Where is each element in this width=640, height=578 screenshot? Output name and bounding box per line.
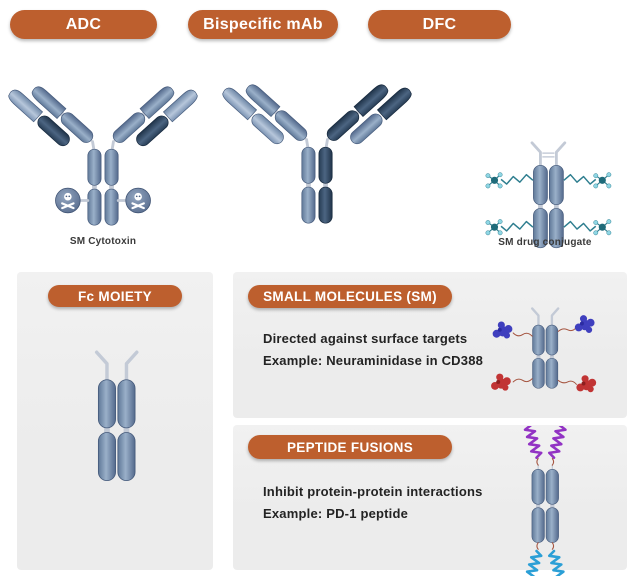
peptide-fusions-line-2: Example: PD-1 peptide: [263, 506, 409, 521]
fab-arm-left-light: [222, 84, 308, 145]
small-molecule-icon: [593, 219, 612, 236]
peptide-helix-purple-icon: [523, 426, 543, 459]
peptide-fusions-line-1: Inhibit protein-protein interactions: [263, 484, 483, 499]
header-pill-adc-label: ADC: [65, 15, 102, 33]
header-pill-bispecific-mab: Bispecific mAb: [188, 10, 338, 39]
small-molecule-icon: [485, 172, 503, 189]
header-pill-dfc-label: DFC: [422, 15, 457, 33]
peptide-fusions-panel: PEPTIDE FUSIONS Inhibit protein-protein …: [233, 425, 627, 576]
fc-moiety-panel: Fc MOIETY: [17, 272, 213, 570]
fc-region: [87, 148, 119, 226]
sm-blob-red-icon: [576, 375, 597, 393]
small-molecule-icon: [485, 219, 503, 236]
fc-fragment: [530, 307, 560, 389]
small-molecules-title-pill: SMALL MOLECULES (SM): [248, 285, 452, 308]
small-molecules-title: SMALL MOLECULES (SM): [263, 289, 437, 304]
small-molecules-text: Directed against surface targets Example…: [263, 328, 483, 372]
fab-arm-right: [112, 86, 198, 147]
fc-moiety-title: Fc MOIETY: [78, 288, 152, 304]
header-pill-dfc: DFC: [368, 10, 511, 39]
sm-blob-blue-icon: [574, 315, 595, 333]
peptide-fusions-title-pill: PEPTIDE FUSIONS: [248, 435, 452, 459]
fc-moiety-figure: [94, 350, 139, 482]
small-molecules-line-2: Example: Neuraminidase in CD388: [263, 353, 484, 368]
dfc-figure: [485, 141, 612, 249]
peptide-fusions-text: Inhibit protein-protein interactions Exa…: [263, 481, 483, 525]
sm-blob-blue-icon: [492, 321, 513, 339]
header-pill-bispecific-mab-label: Bispecific mAb: [203, 15, 323, 33]
peptide-helix-cyan-icon: [548, 549, 567, 576]
fab-arm-left: [8, 86, 94, 147]
fc-region-heterodimer: [301, 146, 333, 224]
fab-arm-right-dark: [326, 84, 412, 145]
small-molecules-panel: SMALL MOLECULES (SM) Directed against su…: [233, 272, 627, 418]
peptide-fusions-figure: [523, 426, 567, 576]
small-molecule-icon: [593, 172, 612, 189]
peptide-fusions-title: PEPTIDE FUSIONS: [286, 439, 414, 455]
small-molecules-figure: [491, 307, 597, 393]
bispecific-antibody-figure: [222, 84, 412, 224]
small-molecules-line-1: Directed against surface targets: [263, 331, 468, 346]
peptide-helix-cyan-icon: [523, 549, 543, 576]
cytotoxin-icon: [55, 187, 81, 214]
adc-antibody-figure: [8, 86, 198, 226]
fc-fragment: [530, 141, 567, 249]
adc-caption: SM Cytotoxin: [69, 236, 137, 247]
peptide-helix-purple-icon: [548, 426, 567, 459]
dfc-caption: SM drug conjugate: [498, 237, 592, 248]
header-pill-adc: ADC: [10, 10, 157, 39]
fc-fragment: [531, 464, 559, 543]
fc-moiety-title-pill: Fc MOIETY: [48, 285, 182, 307]
cytotoxin-icon: [125, 187, 151, 214]
sm-blob-red-icon: [491, 373, 511, 391]
